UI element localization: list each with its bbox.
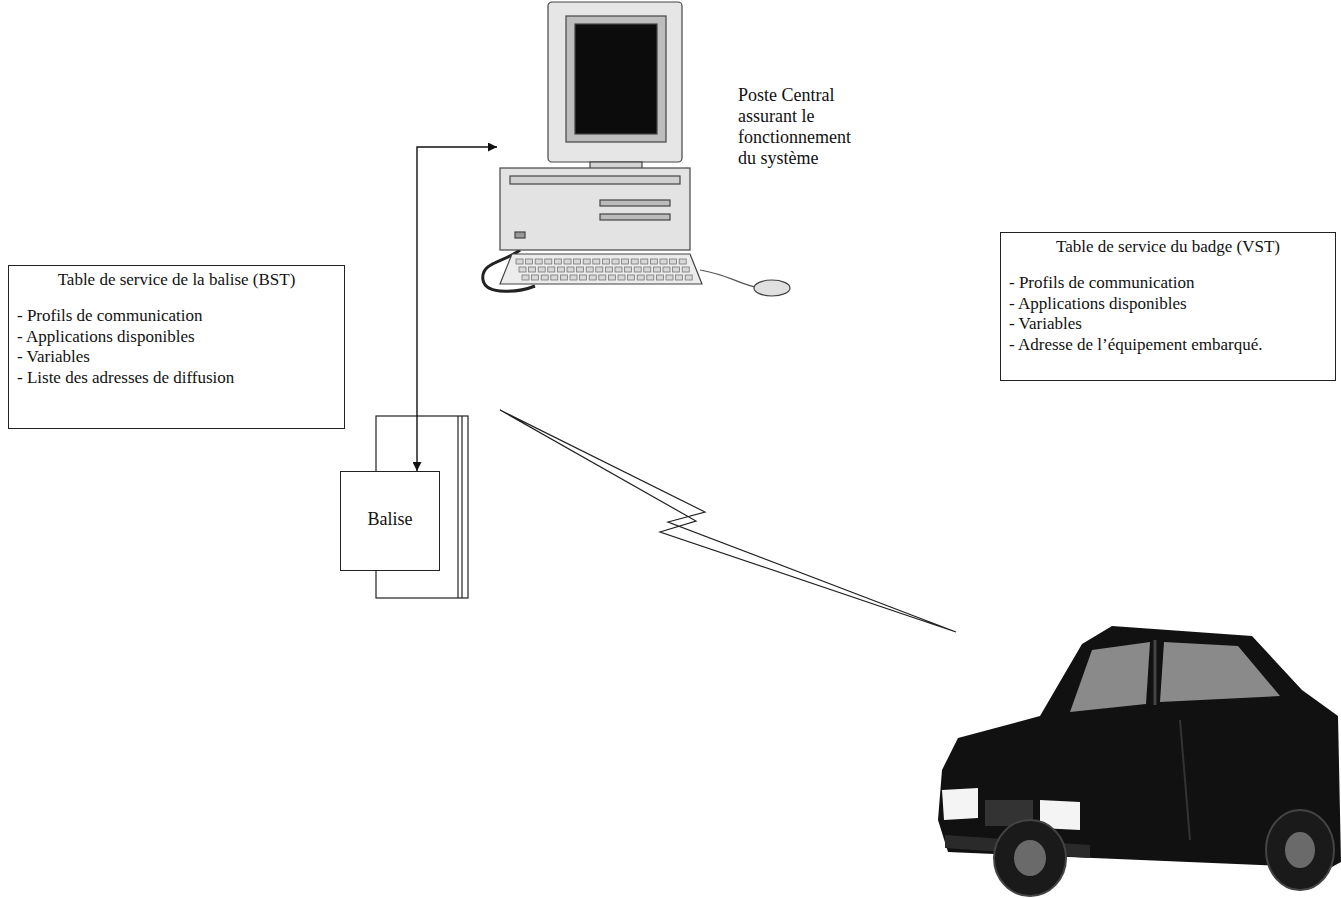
keyboard-key (577, 267, 584, 272)
keyboard-key (583, 259, 590, 264)
keyboard-key (532, 275, 539, 280)
keyboard-key (554, 259, 561, 264)
keyboard-key (570, 275, 577, 280)
keyboard-key (666, 275, 673, 280)
keyboard-key (580, 275, 587, 280)
keyboard-key (682, 267, 689, 272)
keyboard-key (586, 267, 593, 272)
keyboard-key (516, 259, 523, 264)
keyboard-key (541, 275, 548, 280)
table-item: - Applications disponibles (17, 327, 336, 347)
keyboard-key (644, 267, 651, 272)
keyboard-key (605, 267, 612, 272)
table-heading: Table de service du badge (VST) (1009, 237, 1327, 257)
keyboard-key (673, 267, 680, 272)
table-heading: Table de service de la balise (BST) (17, 270, 336, 290)
radio-link-bolt (500, 410, 956, 632)
keyboard-key (625, 267, 632, 272)
keyboard-key (519, 267, 526, 272)
keyboard-key (593, 259, 600, 264)
keyboard-key (628, 275, 635, 280)
table-item: - Adresse de l’équipement embarqué. (1009, 335, 1327, 355)
keyboard-key (676, 275, 683, 280)
keyboard-key (589, 275, 596, 280)
keyboard-key (660, 259, 667, 264)
keyboard-key (663, 267, 670, 272)
keyboard-key (685, 275, 692, 280)
keyboard-key (564, 259, 571, 264)
keyboard-key (560, 275, 567, 280)
table-item: - Variables (17, 347, 336, 367)
node-label: Balise (368, 509, 413, 531)
keyboard-key (599, 275, 606, 280)
keyboard-key (535, 259, 542, 264)
keyboard-key (641, 259, 648, 264)
keyboard-key (567, 267, 574, 272)
keyboard-key (522, 275, 529, 280)
service-table-box: Table de service de la balise (BST) - Pro… (8, 265, 345, 429)
keyboard-key (551, 275, 558, 280)
keyboard-key (656, 275, 663, 280)
table-item: - Variables (1009, 314, 1327, 334)
keyboard-key (637, 275, 644, 280)
keyboard-key (602, 259, 609, 264)
car-illustration (938, 626, 1341, 896)
keyboard-key (545, 259, 552, 264)
table-item: - Applications disponibles (1009, 294, 1327, 314)
table-item: - Profils de communication (1009, 273, 1327, 293)
table-item: - Liste des adresses de diffusion (17, 368, 336, 388)
keyboard-key (631, 259, 638, 264)
service-table-box: Table de service du badge (VST) - Profils… (1000, 232, 1336, 381)
caption-text: Poste Central assurant le fonctionnement… (738, 85, 873, 169)
keyboard-key (574, 259, 581, 264)
keyboard-key (608, 275, 615, 280)
keyboard-key (679, 259, 686, 264)
table-item: - Profils de communication (17, 306, 336, 326)
link-arrow (417, 147, 497, 471)
keyboard-key (615, 267, 622, 272)
keyboard-key (618, 275, 625, 280)
keyboard-key (653, 267, 660, 272)
keyboard-key (612, 259, 619, 264)
keyboard-key (529, 267, 536, 272)
computer-node: Poste Central assurant le fonctionnement… (497, 0, 700, 300)
keyboard-key (670, 259, 677, 264)
keyboard-key (622, 259, 629, 264)
keyboard-key (526, 259, 533, 264)
keyboard-key (634, 267, 641, 272)
keyboard-key (647, 275, 654, 280)
keyboard-key (596, 267, 603, 272)
keyboard-key (538, 267, 545, 272)
keyboard-key (548, 267, 555, 272)
keyboard-key (557, 267, 564, 272)
keyboard-key (650, 259, 657, 264)
beacon-box: Balise (340, 471, 440, 571)
